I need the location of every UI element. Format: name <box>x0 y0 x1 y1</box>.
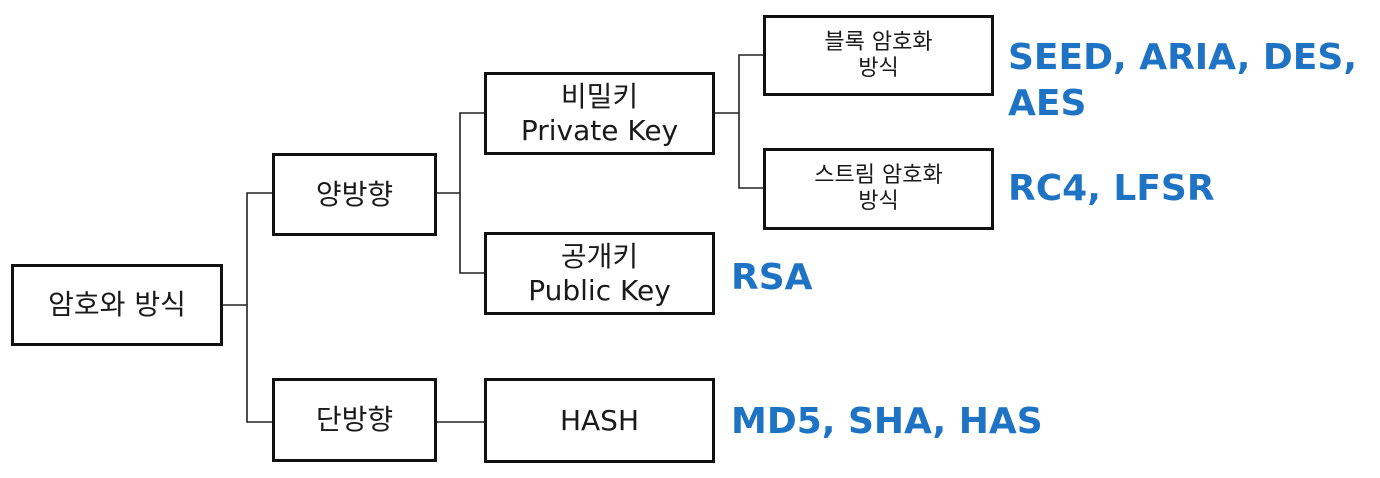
private-key-label-en: Private Key <box>520 113 679 147</box>
hash-examples: MD5, SHA, HAS <box>731 401 1043 442</box>
public-key-node: 공개키 Public Key <box>484 232 715 315</box>
stream-cipher-node: 스트림 암호화 방식 <box>763 148 994 230</box>
block-cipher-label-line1: 블록 암호화 <box>824 29 933 55</box>
public-key-label-en: Public Key <box>528 273 671 307</box>
connector-bidirectional-branches <box>437 112 484 274</box>
block-cipher-node: 블록 암호화 방식 <box>763 15 994 96</box>
block-cipher-examples-line1: SEED, ARIA, DES, <box>1008 37 1357 78</box>
connector-root-branches <box>223 192 272 423</box>
unidirectional-node: 단방향 <box>272 378 437 462</box>
bidirectional-node: 양방향 <box>272 153 437 236</box>
public-key-label-ko: 공개키 <box>560 240 639 274</box>
block-cipher-label-line2: 방식 <box>858 55 899 81</box>
root-node: 암호와 방식 <box>11 264 223 346</box>
private-key-node: 비밀키 Private Key <box>484 72 715 155</box>
public-key-examples: RSA <box>731 257 813 298</box>
private-key-label-ko: 비밀키 <box>560 80 639 114</box>
stream-cipher-label-line2: 방식 <box>858 189 899 214</box>
hash-node: HASH <box>484 378 715 463</box>
stream-cipher-examples: RC4, LFSR <box>1008 168 1215 209</box>
unidirectional-label: 단방향 <box>315 403 394 437</box>
block-cipher-examples-line2: AES <box>1008 83 1087 124</box>
stream-cipher-label-line1: 스트림 암호화 <box>814 163 943 189</box>
hash-label: HASH <box>559 403 640 437</box>
root-node-label: 암호와 방식 <box>48 288 186 322</box>
block-cipher-examples: SEED, ARIA, DES, AES <box>1008 35 1357 127</box>
connector-private-key-branches <box>715 54 763 189</box>
bidirectional-label: 양방향 <box>315 177 394 211</box>
